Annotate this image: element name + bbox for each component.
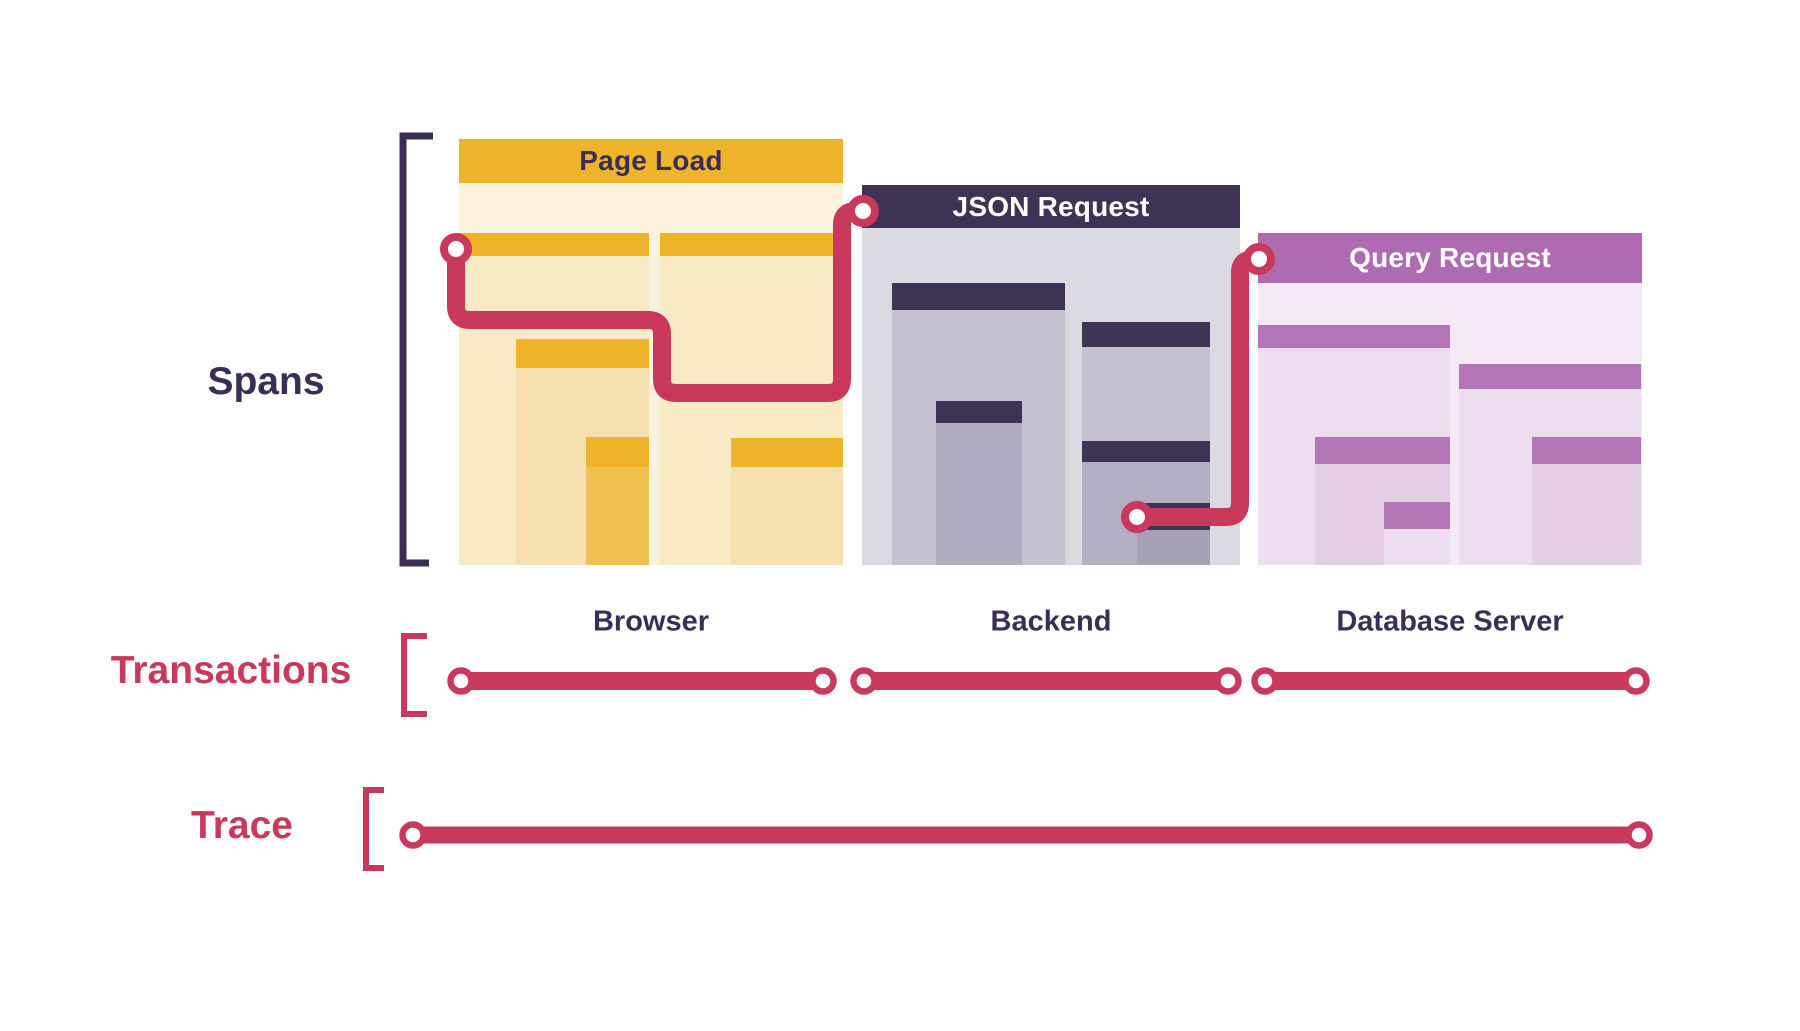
query-request-span-2-header [1459, 364, 1641, 389]
trace-section-label: Trace [191, 804, 293, 847]
json-request-span-5-header [1137, 503, 1210, 530]
page-load-span-3-header [516, 339, 649, 368]
json-request-title: JSON Request [952, 190, 1150, 222]
query-request-header: Query Request [1258, 233, 1642, 283]
page-load-span-1-header [459, 233, 649, 256]
query-request-span-4-body [1532, 464, 1641, 565]
json-request-header: JSON Request [862, 185, 1240, 228]
json-request-span-1-header [892, 283, 1065, 310]
query-request-span-3-header [1315, 437, 1450, 464]
transactions-section-label: Transactions [110, 649, 352, 692]
transactions-bracket [401, 633, 427, 717]
timeline-node-1 [447, 667, 475, 695]
json-request-span-2-body [936, 423, 1022, 565]
page-load-title: Page Load [579, 145, 723, 176]
page-load-span-4-header [731, 438, 843, 467]
timeline-node-3 [850, 667, 878, 695]
json-request-span-5-body [1137, 530, 1210, 565]
spans-section-label: Spans [207, 360, 325, 403]
query-request-title: Query Request [1349, 242, 1551, 273]
json-request-span-2-header [936, 401, 1022, 423]
query-request-span-5-header [1384, 502, 1450, 529]
column-label-database-server: Database Server [1336, 605, 1564, 638]
trace-bracket [363, 787, 384, 871]
timeline-node-4 [1214, 667, 1242, 695]
page-load-span-2-header [660, 233, 843, 256]
page-load-span-4-body [731, 467, 843, 565]
query-request-span-4-header [1532, 437, 1641, 464]
spans-bracket [399, 132, 433, 567]
column-label-backend: Backend [990, 605, 1112, 638]
timeline-node-5 [1251, 667, 1279, 695]
timeline-node-2 [809, 667, 837, 695]
page-load-header: Page Load [459, 139, 843, 183]
column-label-browser: Browser [592, 605, 710, 638]
timeline-node-6 [1622, 667, 1650, 695]
timeline-node-7 [399, 821, 427, 849]
page-load-span-5-body [586, 467, 649, 565]
json-request-span-3-header [1082, 322, 1210, 347]
timeline-node-8 [1625, 821, 1653, 849]
page-load-span-5-header [586, 437, 649, 467]
json-request-span-4-header [1082, 441, 1210, 462]
query-request-span-5-body [1384, 529, 1450, 565]
query-request-span-1-header [1258, 325, 1450, 348]
